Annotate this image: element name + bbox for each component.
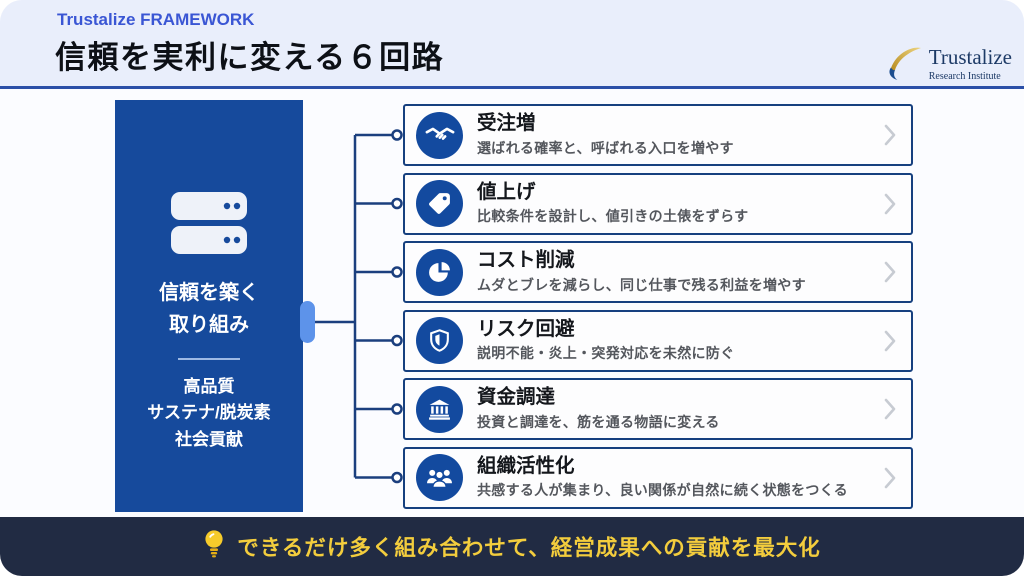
source-box-title: 信頼を築く 取り組み [159,282,259,336]
chevron-right-icon [883,329,897,353]
circuit-description: 説明不能・炎上・突発対応を未然に防ぐ [477,345,735,362]
handshake-icon [416,111,463,159]
circuit-title: リスク回避 [477,317,575,340]
circuit-row-org-vitalization[interactable]: 組織活性化 共感する人が集まり、良い関係が自然に続く状態をつくる [403,446,913,509]
chevron-right-icon [883,466,897,490]
source-box-items: 高品質 サステナ/脱炭素 社会貢献 [147,374,270,453]
divider [178,358,240,360]
server-icon [170,192,248,261]
circuit-list: 受注増 選ばれる確率と、呼ばれる入口を増やす 値上げ 比較条件を設計し、値引きの… [403,104,913,509]
circuit-title: 組織活性化 [477,454,575,477]
circuit-description: 共感する人が集まり、良い関係が自然に続く状態をつくる [477,482,848,499]
connector-lines [300,129,403,484]
source-item: サステナ/脱炭素 [147,403,271,423]
chevron-right-icon [883,397,897,421]
circuit-title: 値上げ [477,180,536,203]
people-icon [416,454,463,501]
circuit-title: 資金調達 [477,386,556,409]
circuit-row-price-increase[interactable]: 値上げ 比較条件を設計し、値引きの土俵をずらす [403,172,913,235]
pie-chart-icon [416,248,463,296]
circuit-description: ムダとブレを減らし、同じ仕事で残る利益を増やす [477,276,806,293]
circuit-title: コスト削減 [477,249,575,272]
source-item: 社会貢献 [174,429,243,449]
brand-logo: Trustalize Research Institute [883,42,1012,87]
lightbulb-icon [203,529,225,564]
trust-source-box: 信頼を築く 取り組み 高品質 サステナ/脱炭素 社会貢献 [115,100,303,512]
footer-banner: できるだけ多く組み合わせて、経営成果への貢献を最大化 [0,517,1024,576]
tag-icon [416,180,463,227]
bank-icon [416,385,463,433]
footer-message: できるだけ多く組み合わせて、経営成果への貢献を最大化 [237,536,821,560]
circuit-description: 選ばれる確率と、呼ばれる入口を増やす [477,139,734,156]
logo-name: Trustalize [928,45,1012,69]
chevron-right-icon [883,123,897,147]
chevron-right-icon [883,192,897,216]
page-title: 信頼を実利に変える６回路 [55,40,445,75]
circuit-row-cost-reduction[interactable]: コスト削減 ムダとブレを減らし、同じ仕事で残る利益を増やす [403,241,913,303]
header-band: Trustalize FRAMEWORK 信頼を実利に変える６回路 Trusta… [0,0,1024,89]
circuit-row-fundraising[interactable]: 資金調達 投資と調達を、筋を通る物語に変える [403,378,913,440]
circuit-row-order-increase[interactable]: 受注増 選ばれる確率と、呼ばれる入口を増やす [403,104,913,166]
logo-subtitle: Research Institute [928,71,1001,82]
swoosh-logo-icon [883,42,923,87]
circuit-title: 受注増 [477,112,536,135]
chevron-right-icon [883,260,897,284]
circuit-row-risk-avoidance[interactable]: リスク回避 説明不能・炎上・突発対応を未然に防ぐ [403,309,913,372]
framework-eyebrow: Trustalize FRAMEWORK [57,10,255,29]
source-item: 高品質 [183,377,235,396]
circuit-description: 比較条件を設計し、値引きの土俵をずらす [477,208,749,225]
circuit-description: 投資と調達を、筋を通る物語に変える [477,413,720,430]
shield-icon [416,317,463,364]
